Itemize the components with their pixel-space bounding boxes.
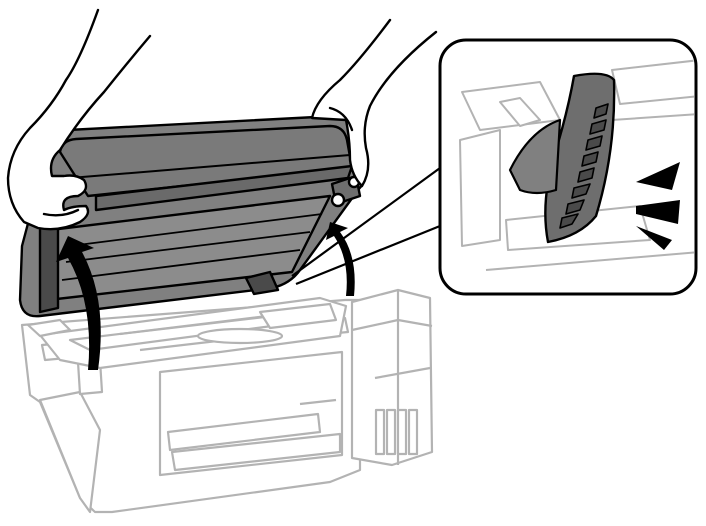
click-sound-icon	[636, 162, 680, 250]
arrow-up-icon	[56, 222, 355, 370]
scanner-unit	[18, 114, 366, 318]
printer-body	[20, 288, 434, 514]
hands	[6, 8, 438, 231]
hinge-detail-callout	[438, 38, 698, 296]
callout-leader	[291, 167, 441, 286]
